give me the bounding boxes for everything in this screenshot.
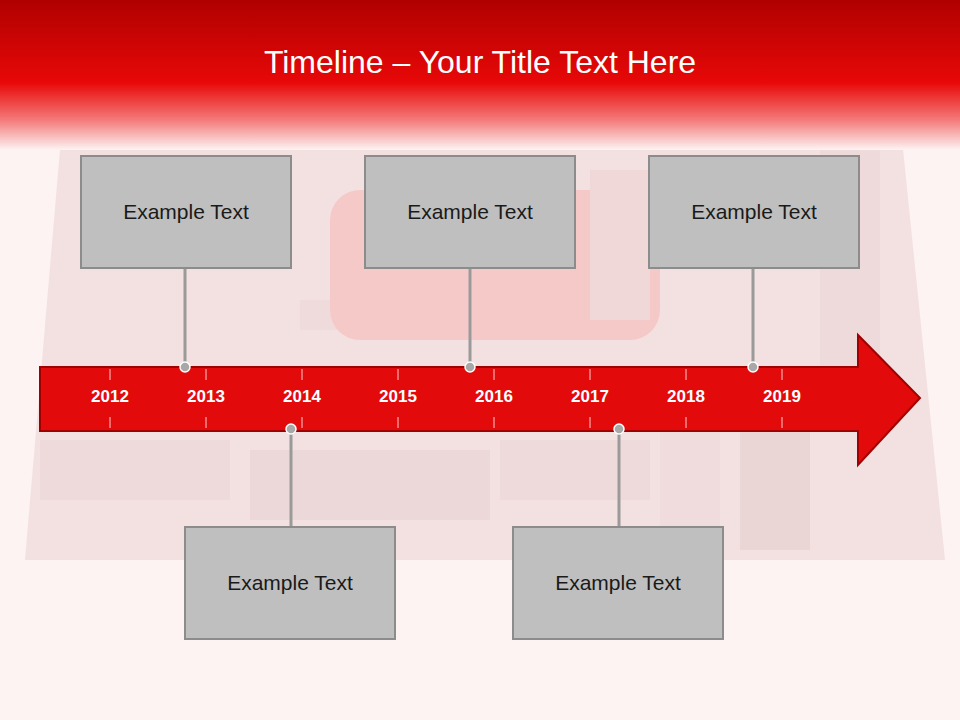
box-text: Example Text (407, 200, 533, 224)
box-text: Example Text (123, 200, 249, 224)
box-text: Example Text (227, 571, 353, 595)
year-label: 2017 (571, 387, 609, 407)
year-label: 2012 (91, 387, 129, 407)
year-label: 2013 (187, 387, 225, 407)
year-ticks (110, 369, 782, 428)
slide-title: Timeline – Your Title Text Here (0, 44, 960, 81)
timeline-arrow (40, 335, 920, 465)
timeline-box: Example Text (512, 526, 724, 640)
leader-dots (180, 362, 758, 434)
year-label: 2016 (475, 387, 513, 407)
timeline-box: Example Text (364, 155, 576, 269)
year-label: 2018 (667, 387, 705, 407)
year-label: 2014 (283, 387, 321, 407)
box-text: Example Text (555, 571, 681, 595)
year-label: 2015 (379, 387, 417, 407)
box-text: Example Text (691, 200, 817, 224)
leader-lines (185, 269, 753, 526)
word-cloud-illustration (25, 120, 945, 560)
year-label: 2019 (763, 387, 801, 407)
timeline-box: Example Text (80, 155, 292, 269)
timeline-box: Example Text (184, 526, 396, 640)
title-band (0, 0, 960, 150)
timeline-box: Example Text (648, 155, 860, 269)
